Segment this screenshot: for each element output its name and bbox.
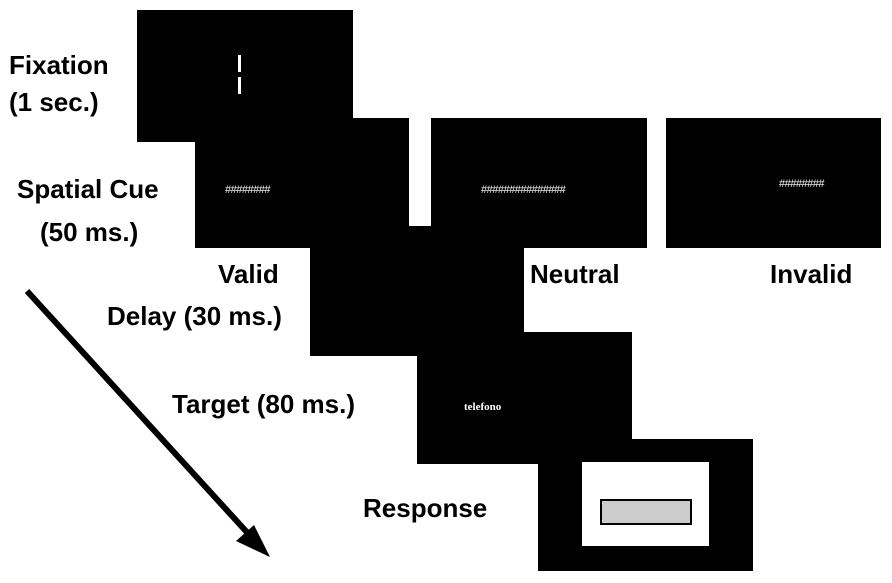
fixation-mark-upper (238, 55, 241, 72)
label-fixation: Fixation (9, 50, 109, 80)
label-invalid: Invalid (770, 259, 853, 289)
response-window (582, 462, 709, 546)
response-field (600, 499, 692, 525)
time-arrow-head (236, 525, 270, 557)
fixation-mark-lower (238, 77, 241, 94)
cue-screen-invalid: ######## (666, 118, 881, 248)
cue-hashes-neutral: ############### (481, 184, 566, 196)
target-word: telefono (464, 401, 502, 413)
label-delay: Delay (30 ms.) (107, 301, 282, 331)
cue-hashes-valid: ######## (225, 184, 270, 196)
label-valid: Valid (218, 259, 279, 289)
cue-hashes-invalid: ######## (779, 178, 824, 190)
time-arrow-shaft (24, 288, 257, 543)
label-fixation-time: (1 sec.) (9, 87, 99, 117)
label-response: Response (363, 493, 488, 523)
label-neutral: Neutral (530, 259, 620, 289)
label-spatial-cue: Spatial Cue (17, 174, 159, 204)
response-screen (538, 439, 753, 571)
label-spatial-cue-time: (50 ms.) (40, 217, 139, 247)
label-target: Target (80 ms.) (172, 389, 356, 419)
